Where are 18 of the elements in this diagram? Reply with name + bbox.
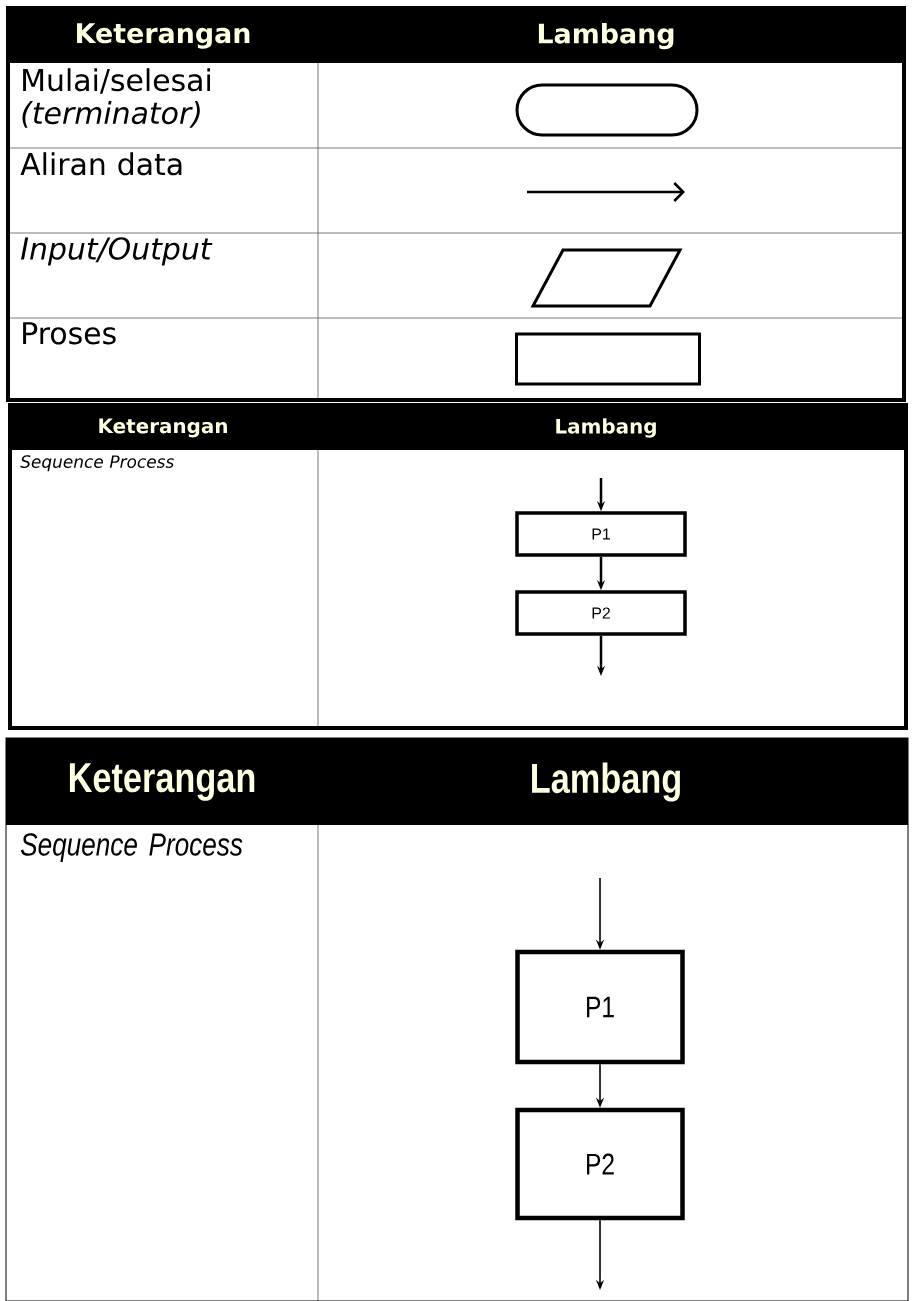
terminator-shape xyxy=(515,83,699,137)
process-box: P2 xyxy=(515,1107,685,1221)
process-box: P1 xyxy=(515,949,685,1065)
row-label: Sequence Process xyxy=(20,833,243,863)
row-label: Aliran data xyxy=(20,152,182,176)
column-header: Keterangan xyxy=(69,763,255,801)
column-header: Lambang xyxy=(538,22,674,50)
process-box: P2 xyxy=(515,590,687,636)
column-header: Keterangan xyxy=(99,418,227,438)
row-label: Sequence Process xyxy=(20,455,174,472)
column-header: Lambang xyxy=(556,418,656,438)
process-box: P1 xyxy=(515,511,687,557)
column-header: Keterangan xyxy=(77,23,250,49)
row-label: Input/Output xyxy=(21,237,213,266)
column-header: Lambang xyxy=(532,762,680,802)
row-label: Mulai/selesai (terminator) xyxy=(22,68,210,128)
process-box xyxy=(515,332,701,386)
row-label: Proses xyxy=(23,322,116,345)
